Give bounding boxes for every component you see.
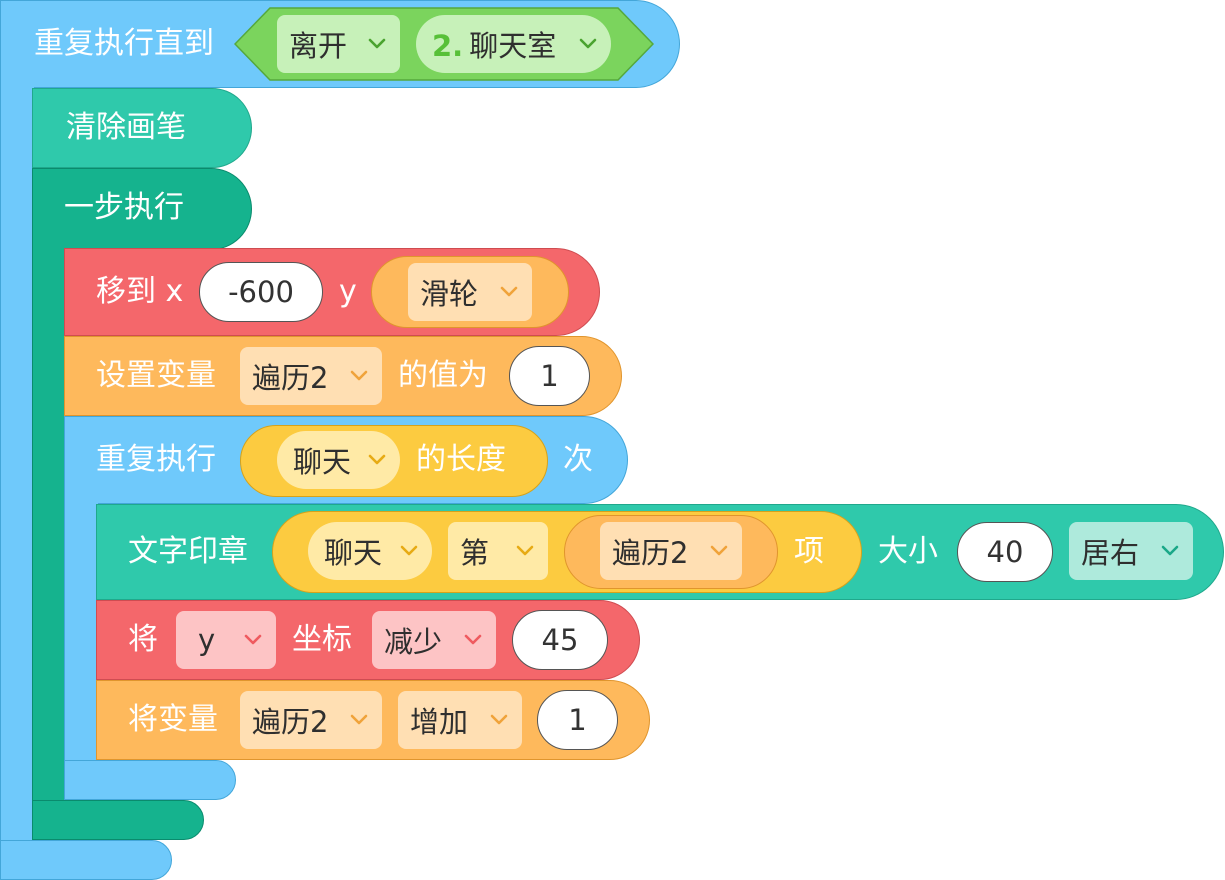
repeat-until-label: 重复执行直到 — [34, 26, 214, 61]
repeat-times-arm — [64, 502, 98, 762]
y-source-label: 滑轮 — [420, 277, 479, 311]
change-op-dropdown[interactable]: 增加 — [398, 691, 522, 749]
y-source-dropdown[interactable]: 滑轮 — [408, 263, 532, 321]
target-dropdown-text: 2.聊天室 — [432, 23, 556, 65]
stamp-list-dropdown[interactable]: 聊天 — [308, 522, 432, 580]
times-label: 次 — [563, 442, 593, 477]
chevron-down-icon — [710, 545, 728, 556]
repeat-list-name: 聊天 — [293, 445, 352, 479]
align-dropdown[interactable]: 居右 — [1069, 522, 1193, 580]
clear-pen-label: 清除画笔 — [66, 110, 186, 145]
coord-op-value: 减少 — [384, 625, 443, 659]
chevron-down-icon — [244, 634, 262, 645]
chevron-down-icon — [464, 634, 482, 645]
axis-value: y — [198, 623, 216, 657]
index-variable-dropdown[interactable]: 遍历2 — [600, 522, 742, 580]
size-input[interactable]: 40 — [957, 522, 1053, 582]
step-run-footer — [32, 800, 204, 840]
repeat-until-arm — [0, 86, 34, 842]
change-value-input[interactable]: 1 — [537, 690, 618, 750]
length-label: 的长度 — [416, 442, 506, 477]
change-variable-name: 遍历2 — [252, 705, 329, 739]
chevron-down-icon — [500, 286, 518, 297]
change-variable-label: 将变量 — [128, 702, 218, 737]
step-run-arm — [32, 248, 66, 802]
set-variable-label: 设置变量 — [96, 358, 216, 393]
event-dropdown-label: 离开 — [289, 29, 348, 63]
chevron-down-icon — [490, 714, 508, 725]
item-suffix-label: 项 — [794, 534, 824, 569]
chevron-down-icon — [350, 370, 368, 381]
change-variable-dropdown[interactable]: 遍历2 — [240, 691, 382, 749]
set-variable-name: 遍历2 — [252, 361, 329, 395]
move-to-label: 移到 x — [96, 274, 184, 309]
coord-label: 坐标 — [292, 622, 352, 657]
change-op-value: 增加 — [410, 705, 469, 739]
target-dropdown[interactable]: 2.聊天室 — [416, 15, 611, 73]
axis-dropdown[interactable]: y — [176, 611, 276, 669]
chevron-down-icon — [516, 545, 534, 556]
y-label: y — [339, 274, 357, 309]
chevron-down-icon — [368, 454, 386, 465]
target-name: 聊天室 — [469, 29, 557, 63]
event-dropdown[interactable]: 离开 — [277, 15, 400, 73]
value-label: 的值为 — [398, 358, 488, 393]
repeat-times-footer — [64, 760, 236, 800]
chevron-down-icon — [350, 714, 368, 725]
step-run-label: 一步执行 — [64, 190, 184, 225]
align-value: 居右 — [1081, 536, 1140, 570]
x-input[interactable]: -600 — [199, 262, 323, 322]
index-variable-name: 遍历2 — [612, 536, 689, 570]
target-number: 2. — [432, 29, 464, 63]
item-prefix: 第 — [460, 536, 490, 570]
chevron-down-icon — [368, 38, 386, 49]
stamp-list-name: 聊天 — [324, 536, 383, 570]
size-label: 大小 — [878, 534, 938, 569]
chevron-down-icon — [1161, 545, 1179, 556]
chevron-down-icon — [579, 38, 597, 49]
chevron-down-icon — [400, 545, 418, 556]
item-position-dropdown[interactable]: 第 — [448, 522, 548, 580]
repeat-times-label: 重复执行 — [96, 442, 216, 477]
repeat-until-footer — [0, 840, 172, 880]
repeat-list-dropdown[interactable]: 聊天 — [277, 431, 400, 489]
text-stamp-label: 文字印章 — [128, 534, 248, 569]
change-coord-label: 将 — [128, 622, 158, 657]
set-value-input[interactable]: 1 — [509, 346, 590, 406]
coord-value-input[interactable]: 45 — [512, 610, 608, 670]
coord-op-dropdown[interactable]: 减少 — [372, 611, 496, 669]
clear-pen-block[interactable] — [32, 88, 252, 168]
set-variable-dropdown[interactable]: 遍历2 — [240, 347, 382, 405]
